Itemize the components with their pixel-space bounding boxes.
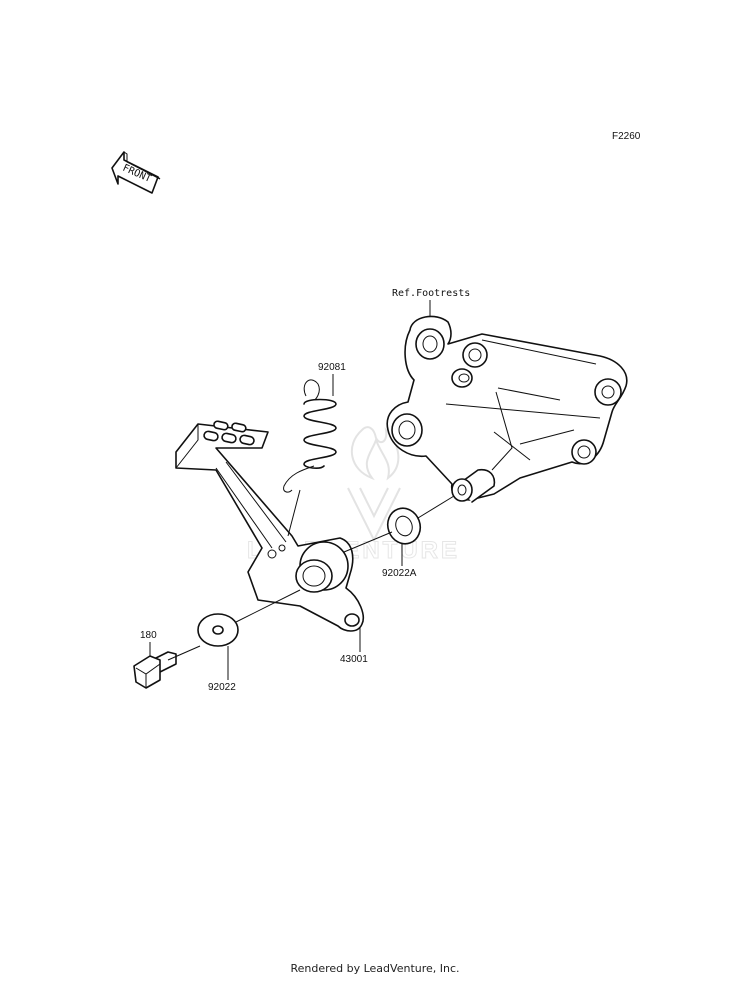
part-label-43001: 43001 [340, 654, 368, 665]
ref-footrests-label: Ref.Footrests [392, 288, 470, 299]
washer-92022 [197, 613, 239, 647]
bolt-180 [133, 651, 177, 689]
front-direction-icon: FRONT [111, 151, 161, 194]
footer-credit: Rendered by LeadVenture, Inc. [290, 962, 460, 975]
brake-pedal [175, 420, 364, 632]
part-label-180: 180 [140, 630, 157, 641]
assembly-axis [167, 489, 455, 661]
washer-92022a [386, 507, 422, 545]
part-label-92081: 92081 [318, 362, 346, 373]
footrest-bracket [386, 315, 628, 503]
part-label-92022: 92022 [208, 682, 236, 693]
part-label-92022a: 92022A [382, 568, 417, 579]
diagram-code: F2260 [612, 131, 641, 142]
return-spring [283, 379, 337, 493]
